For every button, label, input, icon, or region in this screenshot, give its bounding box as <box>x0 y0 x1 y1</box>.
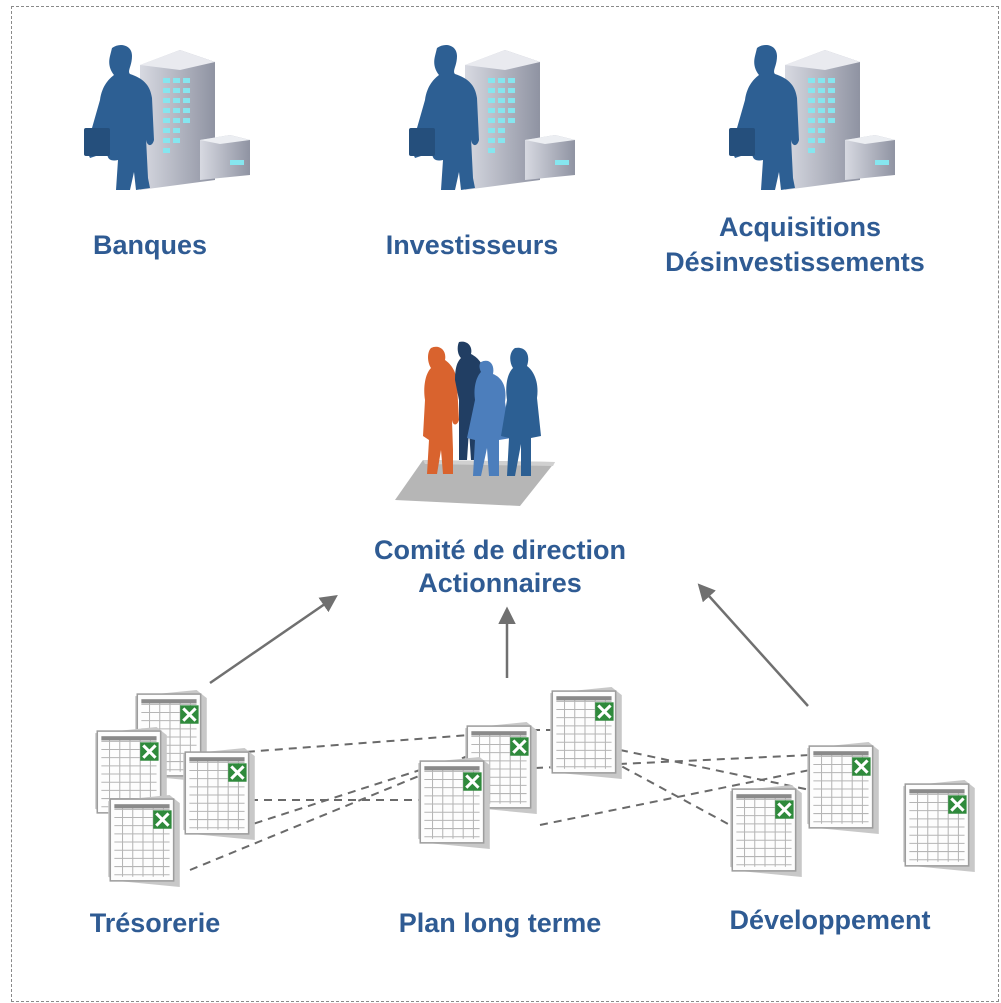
excel-spreadsheet-icon <box>550 687 622 779</box>
excel-spreadsheet-icon <box>108 795 180 887</box>
excel-spreadsheet-icon <box>418 757 490 849</box>
label-acquisitions: Acquisitions <box>718 212 881 242</box>
label-desinvestissements: Désinvestissements <box>665 247 925 277</box>
excel-spreadsheet-icon <box>730 785 802 877</box>
label-comite-de-direction: Comité de direction <box>373 535 627 565</box>
excel-spreadsheet-icon <box>183 748 255 840</box>
label-plan-long-terme: Plan long terme <box>398 908 602 938</box>
excel-spreadsheet-icon <box>807 742 879 834</box>
team-group-icon <box>395 341 555 506</box>
diagram-frame <box>11 6 999 1002</box>
label-tresorerie: Trésorerie <box>89 908 221 938</box>
label-actionnaires: Actionnaires <box>418 568 582 598</box>
arrow-tresorerie-to-comite <box>209 595 338 685</box>
arrow-developpement-to-comite <box>697 583 809 707</box>
label-investisseurs: Investisseurs <box>385 230 559 260</box>
label-developpement: Développement <box>729 905 931 935</box>
excel-spreadsheet-icon <box>903 780 975 872</box>
label-banques: Banques <box>92 230 208 260</box>
